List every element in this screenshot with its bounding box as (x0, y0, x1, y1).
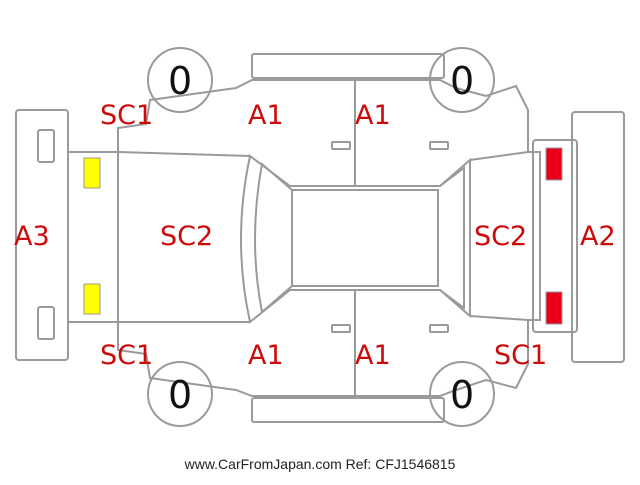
code-rear-right-fender: SC1 (494, 340, 548, 371)
front-light-top (83, 157, 101, 189)
front-light-bottom (83, 283, 101, 315)
code-front-left-fender: SC1 (100, 100, 154, 131)
rear-light-top (545, 147, 563, 181)
code-rear-left-door: A1 (355, 100, 391, 131)
code-front-right-fender: SC1 (100, 340, 154, 371)
footer-reference: www.CarFromJapan.com Ref: CFJ1546815 (184, 456, 456, 472)
tire-front-left: 0 (168, 59, 193, 103)
code-front-left-door: A1 (248, 100, 284, 131)
front-bumper-slot-top (37, 129, 55, 163)
cabin (240, 154, 471, 324)
code-rear-right-door: A1 (355, 340, 391, 371)
car-body (67, 79, 541, 397)
roof-top-strip (251, 53, 445, 79)
rear-light-bottom (545, 291, 563, 325)
rear-bumper (571, 111, 625, 363)
code-front-right-door: A1 (248, 340, 284, 371)
code-hood: SC2 (160, 221, 214, 252)
code-trunk: SC2 (474, 221, 528, 252)
tire-front-right: 0 (168, 373, 193, 417)
tire-rear-left: 0 (450, 59, 475, 103)
tire-rear-right: 0 (450, 373, 475, 417)
roof-bottom-strip (251, 397, 445, 423)
rear-bumper-panel (532, 139, 578, 333)
code-rear-bumper: A2 (580, 221, 616, 252)
code-front-bumper: A3 (14, 221, 50, 252)
front-bumper-slot-bottom (37, 306, 55, 340)
